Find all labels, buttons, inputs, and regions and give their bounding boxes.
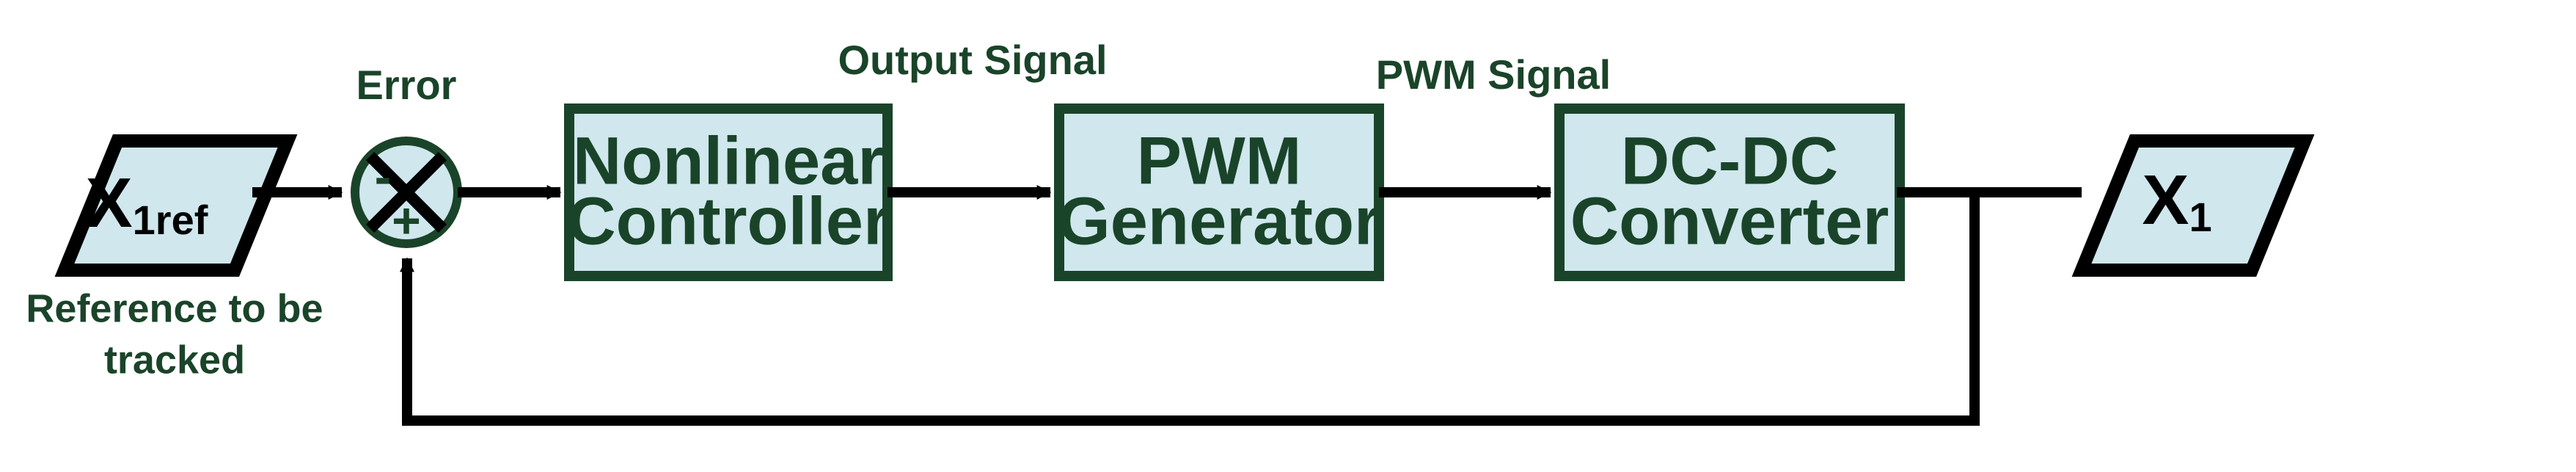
error-signal-label: Error	[356, 62, 457, 108]
output-symbol-main: X	[2142, 161, 2189, 239]
measured-output-symbol: X1	[2142, 161, 2211, 239]
output-signal-label: Output Signal	[838, 37, 1107, 83]
feedback-path	[400, 192, 1980, 426]
block-pwm-generator[interactable]: PWM Generator	[1054, 104, 1384, 281]
reference-symbol-sub: 1ref	[133, 197, 208, 243]
output-symbol-sub: 1	[2189, 194, 2211, 240]
summing-negative-sign: -	[375, 149, 392, 205]
measured-output-parallelogram[interactable]	[2071, 134, 2315, 277]
block-dc-dc-converter[interactable]: DC-DC Converter	[1554, 104, 1905, 281]
dc-dc-converter-label-line1: DC-DC	[1621, 123, 1838, 198]
nonlinear-controller-label-line2: Controller	[567, 184, 890, 258]
reference-symbol-main: X	[86, 164, 133, 242]
nonlinear-controller-label-line1: Nonlinear	[573, 123, 884, 198]
reference-input-caption: Reference to be tracked	[26, 286, 323, 382]
reference-caption-line2: tracked	[104, 338, 245, 382]
pwm-signal-label: PWM Signal	[1376, 51, 1611, 98]
block-nonlinear-controller[interactable]: Nonlinear Controller	[564, 104, 893, 281]
pwm-generator-label-line2: Generator	[1058, 184, 1380, 258]
summing-junction[interactable]: - +	[351, 137, 462, 249]
reference-caption-line1: Reference to be	[26, 286, 323, 330]
reference-input-node[interactable]: X1ref	[54, 134, 298, 277]
measured-output-node[interactable]: X1	[2071, 134, 2315, 277]
summing-cross-line-b	[365, 151, 447, 233]
reference-input-symbol: X1ref	[86, 164, 208, 242]
dc-dc-converter-label-line2: Converter	[1570, 184, 1889, 258]
summing-positive-sign: +	[392, 193, 421, 249]
reference-input-parallelogram[interactable]	[54, 134, 298, 277]
pwm-generator-label-line1: PWM	[1137, 123, 1302, 198]
nonlinear-controller-box[interactable]	[564, 104, 893, 281]
